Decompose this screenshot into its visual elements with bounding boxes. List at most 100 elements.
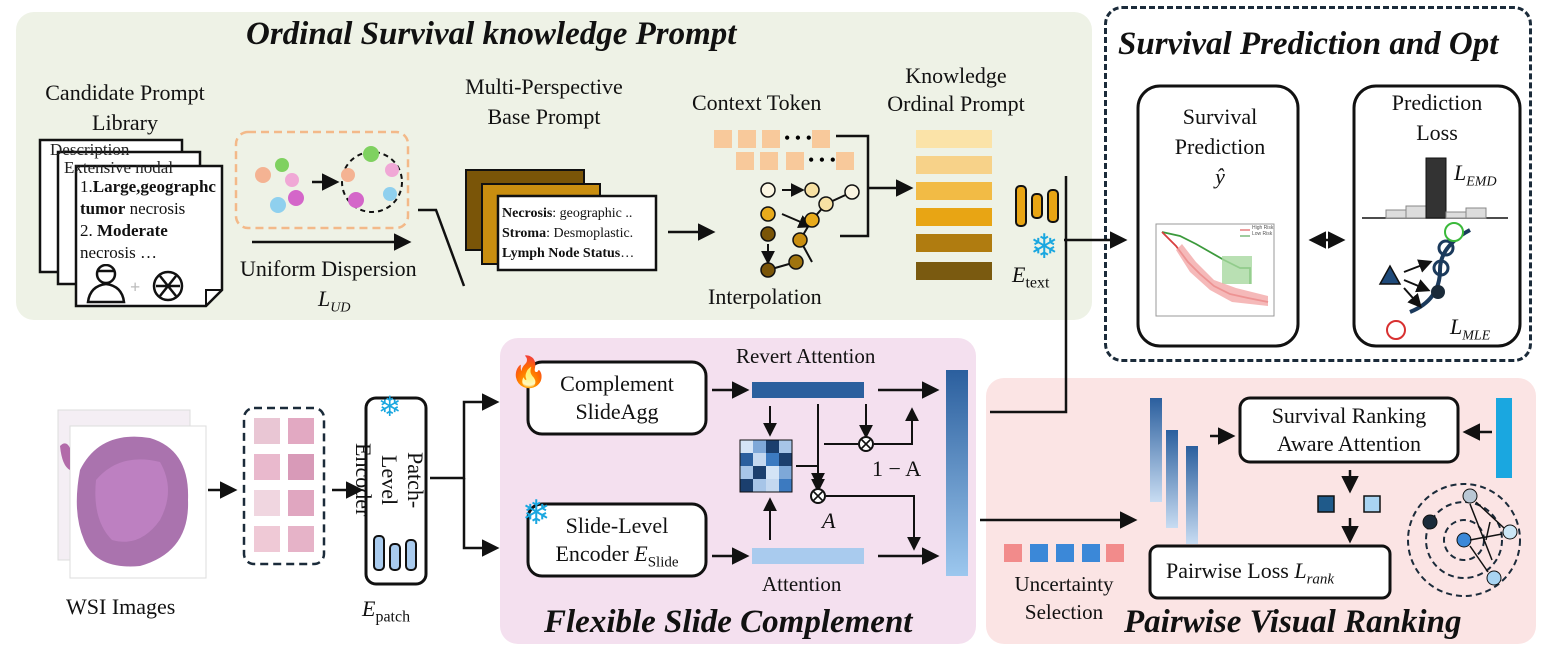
l-emd-symbol: L xyxy=(1454,160,1467,185)
knowledge-line1: Knowledge xyxy=(905,63,1007,88)
km-legend-low: Low Risk xyxy=(1252,231,1273,237)
svg-text:• • •: • • • xyxy=(784,128,812,148)
multi-perspective-label: Multi-Perspective Base Prompt xyxy=(446,72,642,132)
doc-item1-bold2: tumor xyxy=(80,199,126,218)
snowflake-icon: ❄ xyxy=(378,392,401,423)
uncertainty-line2: Selection xyxy=(1024,600,1104,624)
text-encoder-icon xyxy=(1015,185,1059,227)
doctor-icon xyxy=(86,263,126,304)
svg-text:• • •: • • • xyxy=(808,150,836,170)
ranking-circles xyxy=(1407,483,1521,597)
e-slide-symbol: E xyxy=(634,541,648,566)
l-ud-sub: UD xyxy=(330,300,351,316)
loss-line1: Prediction xyxy=(1391,90,1483,115)
doc-item1-rest: necrosis xyxy=(125,199,186,218)
multi-perspective-line2: Base Prompt xyxy=(487,104,601,129)
interpolation-graph xyxy=(761,183,853,271)
patch-grid xyxy=(242,406,326,566)
ordinal-prompt-bars xyxy=(916,130,992,280)
attention-matrix xyxy=(739,439,793,493)
a-label: A xyxy=(822,508,836,533)
e-patch-label: Epatch xyxy=(362,596,410,626)
survival-line1: Survival xyxy=(1182,104,1258,129)
wsi-images-label: WSI Images xyxy=(66,594,176,619)
lymph-value: … xyxy=(620,246,635,261)
knowledge-ordinal-label: Knowledge Ordinal Prompt xyxy=(880,62,1032,118)
wsi-thumbnail xyxy=(57,409,207,579)
revert-attention-label: Revert Attention xyxy=(736,344,876,368)
e-text-symbol: E xyxy=(1012,262,1026,287)
mle-illustration xyxy=(1378,222,1471,340)
slide-enc-line1: Slide-Level xyxy=(565,513,669,538)
e-text-label: Etext xyxy=(1012,262,1049,292)
necrosis-value: : geographic .. xyxy=(552,206,633,221)
uncertainty-label: Uncertainty Selection xyxy=(994,570,1134,626)
sra-line1: Survival Ranking xyxy=(1271,403,1427,428)
knowledge-line2: Ordinal Prompt xyxy=(887,91,1025,116)
slide-encoder-label: Slide-Level Encoder ESlide xyxy=(528,512,706,576)
flexible-slide-title: Flexible Slide Complement xyxy=(544,604,913,640)
context-token-label: Context Token xyxy=(692,90,822,115)
complement-line1: Complement xyxy=(560,371,674,396)
e-patch-symbol: E xyxy=(362,596,376,621)
uncertainty-squares xyxy=(1004,544,1124,562)
emd-histogram xyxy=(1362,157,1508,219)
uncertainty-line1: Uncertainty xyxy=(1014,572,1114,596)
necrosis-key: Necrosis xyxy=(502,206,553,221)
back-doc-line1: Description xyxy=(50,140,130,159)
pairwise-loss-text: Pairwise Loss xyxy=(1166,558,1295,583)
doc-item2-bold: Moderate xyxy=(97,221,168,240)
l-rank-symbol: L xyxy=(1294,558,1307,583)
stroma-key: Stroma xyxy=(502,226,547,241)
multi-perspective-line1: Multi-Perspective xyxy=(465,74,623,99)
candidate-library-label: Candidate Prompt Library xyxy=(30,78,220,138)
candidate-library-line1: Candidate Prompt xyxy=(45,80,205,105)
l-emd-label: LEMD xyxy=(1454,160,1497,190)
l-ud-label: LUD xyxy=(318,286,350,316)
e-text-sub: text xyxy=(1025,274,1050,292)
l-mle-label: LMLE xyxy=(1450,314,1490,344)
l-rank-sub: rank xyxy=(1306,571,1335,588)
complement-slideagg-label: Complement SlideAgg xyxy=(528,370,706,426)
uniform-dispersion-label: Uniform Dispersion xyxy=(240,256,417,281)
e-patch-sub: patch xyxy=(375,608,411,626)
candidate-library-line2: Library xyxy=(92,110,158,135)
flame-icon: 🔥 xyxy=(510,354,547,389)
km-plot xyxy=(1155,223,1275,317)
slide-enc-line2: Encoder xyxy=(555,541,635,566)
l-ud-symbol: L xyxy=(318,286,331,311)
doc-item2-rest: necrosis … xyxy=(80,243,157,262)
y-hat: ŷ xyxy=(1215,164,1225,189)
mid-doc-line1: Extensive nodal xyxy=(64,158,174,177)
stroma-value: : Desmoplastic. xyxy=(546,226,634,241)
context-tokens: • • • • • • xyxy=(714,128,854,170)
km-legend: High Risk Low Risk xyxy=(1252,225,1273,237)
sra-line2: Aware Attention xyxy=(1277,431,1421,456)
survival-line2: Prediction xyxy=(1174,134,1266,159)
snowflake-icon: ❄ xyxy=(522,495,551,532)
doc-item1-num: 1. xyxy=(80,177,93,196)
svg-text:+: + xyxy=(130,277,140,297)
survival-prediction-label: Survival Prediction ŷ xyxy=(1138,102,1302,192)
survival-prediction-title: Survival Prediction and Opt xyxy=(1118,26,1499,62)
doc-item2-num: 2. xyxy=(80,221,97,240)
l-emd-sub: EMD xyxy=(1466,174,1497,190)
interpolation-label: Interpolation xyxy=(708,284,822,309)
l-mle-sub: MLE xyxy=(1462,328,1491,344)
pairwise-ranking-title: Pairwise Visual Ranking xyxy=(1124,604,1462,640)
pairwise-loss-label: Pairwise Loss Lrank xyxy=(1166,558,1334,588)
complement-line2: SlideAgg xyxy=(575,399,659,424)
openai-logo-icon xyxy=(152,270,184,302)
km-legend-high: High Risk xyxy=(1252,225,1274,231)
l-mle-symbol: L xyxy=(1450,314,1463,339)
base-prompt-text: Necrosis: geographic .. Stroma: Desmopla… xyxy=(502,204,658,264)
front-doc-text: 1.Large,geographc tumor necrosis 2. Mode… xyxy=(80,176,220,264)
patch-encoder-label: Patch-Level Encoder xyxy=(351,443,428,517)
one-minus-a-label: 1 − A xyxy=(872,456,922,481)
prediction-loss-label: Prediction Loss xyxy=(1354,88,1520,148)
loss-line2: Loss xyxy=(1416,120,1458,145)
snowflake-icon: ❄ xyxy=(1030,229,1059,266)
back-doc-text: Description xyxy=(50,140,129,160)
attention-label: Attention xyxy=(762,572,842,596)
